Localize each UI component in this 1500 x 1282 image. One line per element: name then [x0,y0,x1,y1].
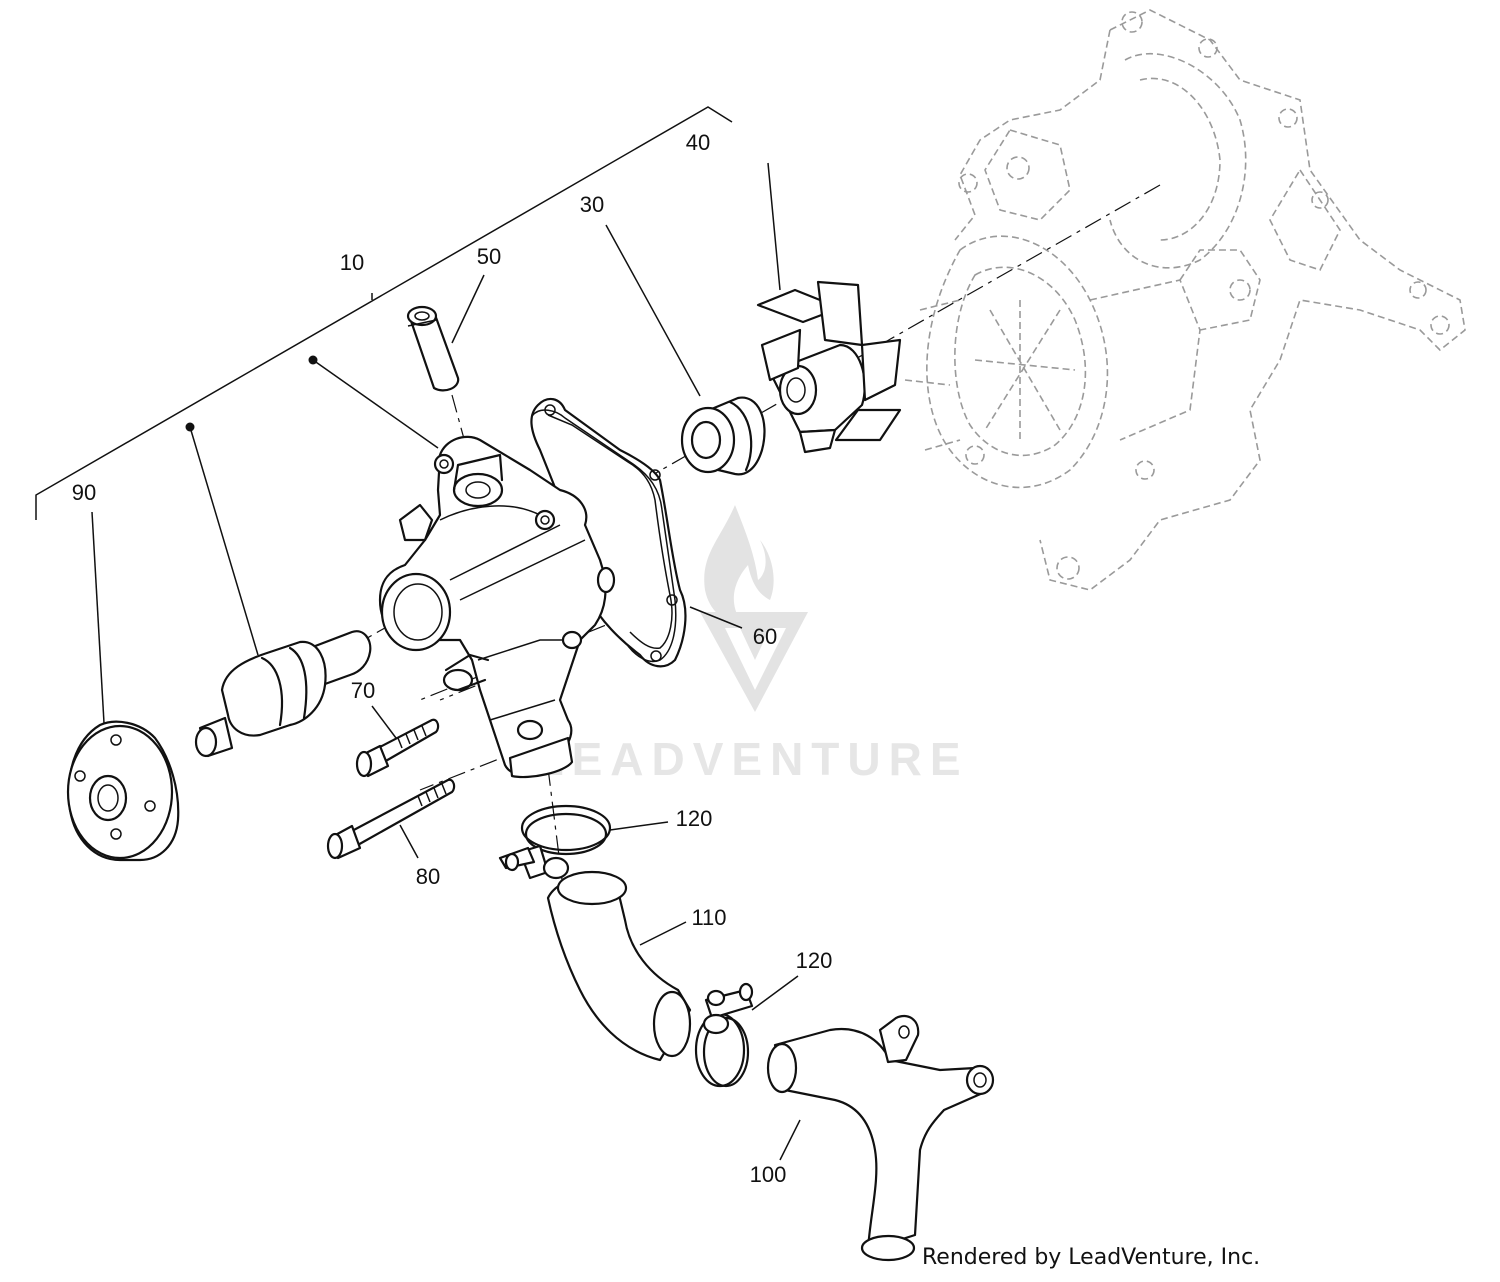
leadventure-watermark: LEADVENTURE [535,505,968,785]
hose-clamp-upper [498,804,612,880]
tube-pin [406,305,460,392]
watermark-text: LEADVENTURE [535,733,968,785]
callout-70: 70 [351,678,375,703]
engine-block-ghost [904,9,1466,591]
callout-50: 50 [477,244,501,269]
callout-30: 30 [580,192,604,217]
pump-shaft-bearing [194,630,372,758]
water-pump-housing [378,397,687,779]
assembly-bracket [35,106,733,656]
callout-90: 90 [72,480,96,505]
bolt-short [355,718,440,778]
callout-10: 10 [340,250,364,275]
pulley-hub [66,720,180,862]
callout-120-upper: 120 [676,806,713,831]
callout-110: 110 [691,905,726,930]
gasket [531,409,677,663]
impeller [756,280,902,454]
callout-80: 80 [416,864,440,889]
hose-clamp-lower [694,982,754,1088]
leader-lines [91,162,801,1161]
callout-120-lower: 120 [796,948,833,973]
callout-60: 60 [753,624,777,649]
mechanical-seal [680,396,766,476]
coolant-hose [546,870,692,1062]
callout-labels: 10 30 40 50 60 70 80 90 100 110 120 120 [72,130,833,1187]
callout-40: 40 [686,130,710,155]
render-credit: Rendered by LeadVenture, Inc. [922,1245,1260,1270]
bolt-long [326,778,456,860]
callout-100: 100 [750,1162,787,1187]
water-pipe [766,1014,995,1262]
